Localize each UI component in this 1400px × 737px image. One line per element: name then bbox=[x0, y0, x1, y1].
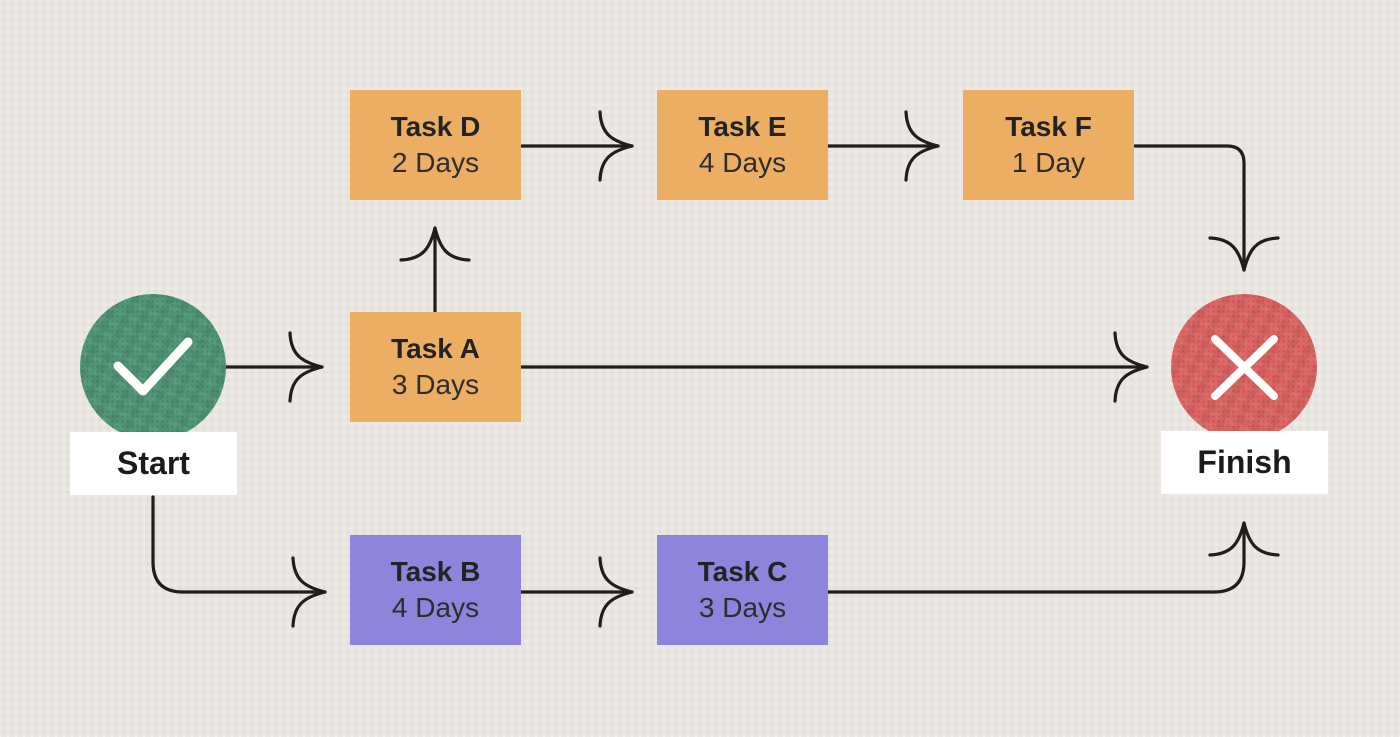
task-box-c: Task C 3 Days bbox=[657, 535, 828, 645]
task-duration: 1 Day bbox=[1011, 147, 1086, 178]
x-icon bbox=[1211, 335, 1278, 400]
task-name: Task C bbox=[697, 556, 788, 588]
check-icon bbox=[113, 337, 193, 396]
start-label: Start bbox=[70, 432, 237, 495]
task-box-e: Task E 4 Days bbox=[657, 90, 828, 200]
task-box-d: Task D 2 Days bbox=[350, 90, 521, 200]
task-name: Task D bbox=[390, 111, 481, 143]
task-duration: 4 Days bbox=[698, 147, 787, 178]
task-duration: 3 Days bbox=[391, 369, 480, 400]
task-name: Task E bbox=[698, 111, 787, 143]
task-name: Task A bbox=[391, 333, 480, 365]
start-node bbox=[80, 294, 226, 440]
task-duration: 4 Days bbox=[391, 592, 480, 623]
finish-label: Finish bbox=[1161, 431, 1328, 494]
connector-f-to-finish bbox=[1133, 144, 1246, 272]
task-name: Task F bbox=[1005, 111, 1092, 143]
task-duration: 3 Days bbox=[698, 592, 787, 623]
connector-c-to-finish bbox=[826, 521, 1246, 594]
task-name: Task B bbox=[390, 556, 481, 588]
task-box-f: Task F 1 Day bbox=[963, 90, 1134, 200]
task-box-a: Task A 3 Days bbox=[350, 312, 521, 422]
task-duration: 2 Days bbox=[391, 147, 480, 178]
finish-node bbox=[1171, 294, 1317, 440]
connector-start-to-b bbox=[151, 495, 327, 594]
task-box-b: Task B 4 Days bbox=[350, 535, 521, 645]
